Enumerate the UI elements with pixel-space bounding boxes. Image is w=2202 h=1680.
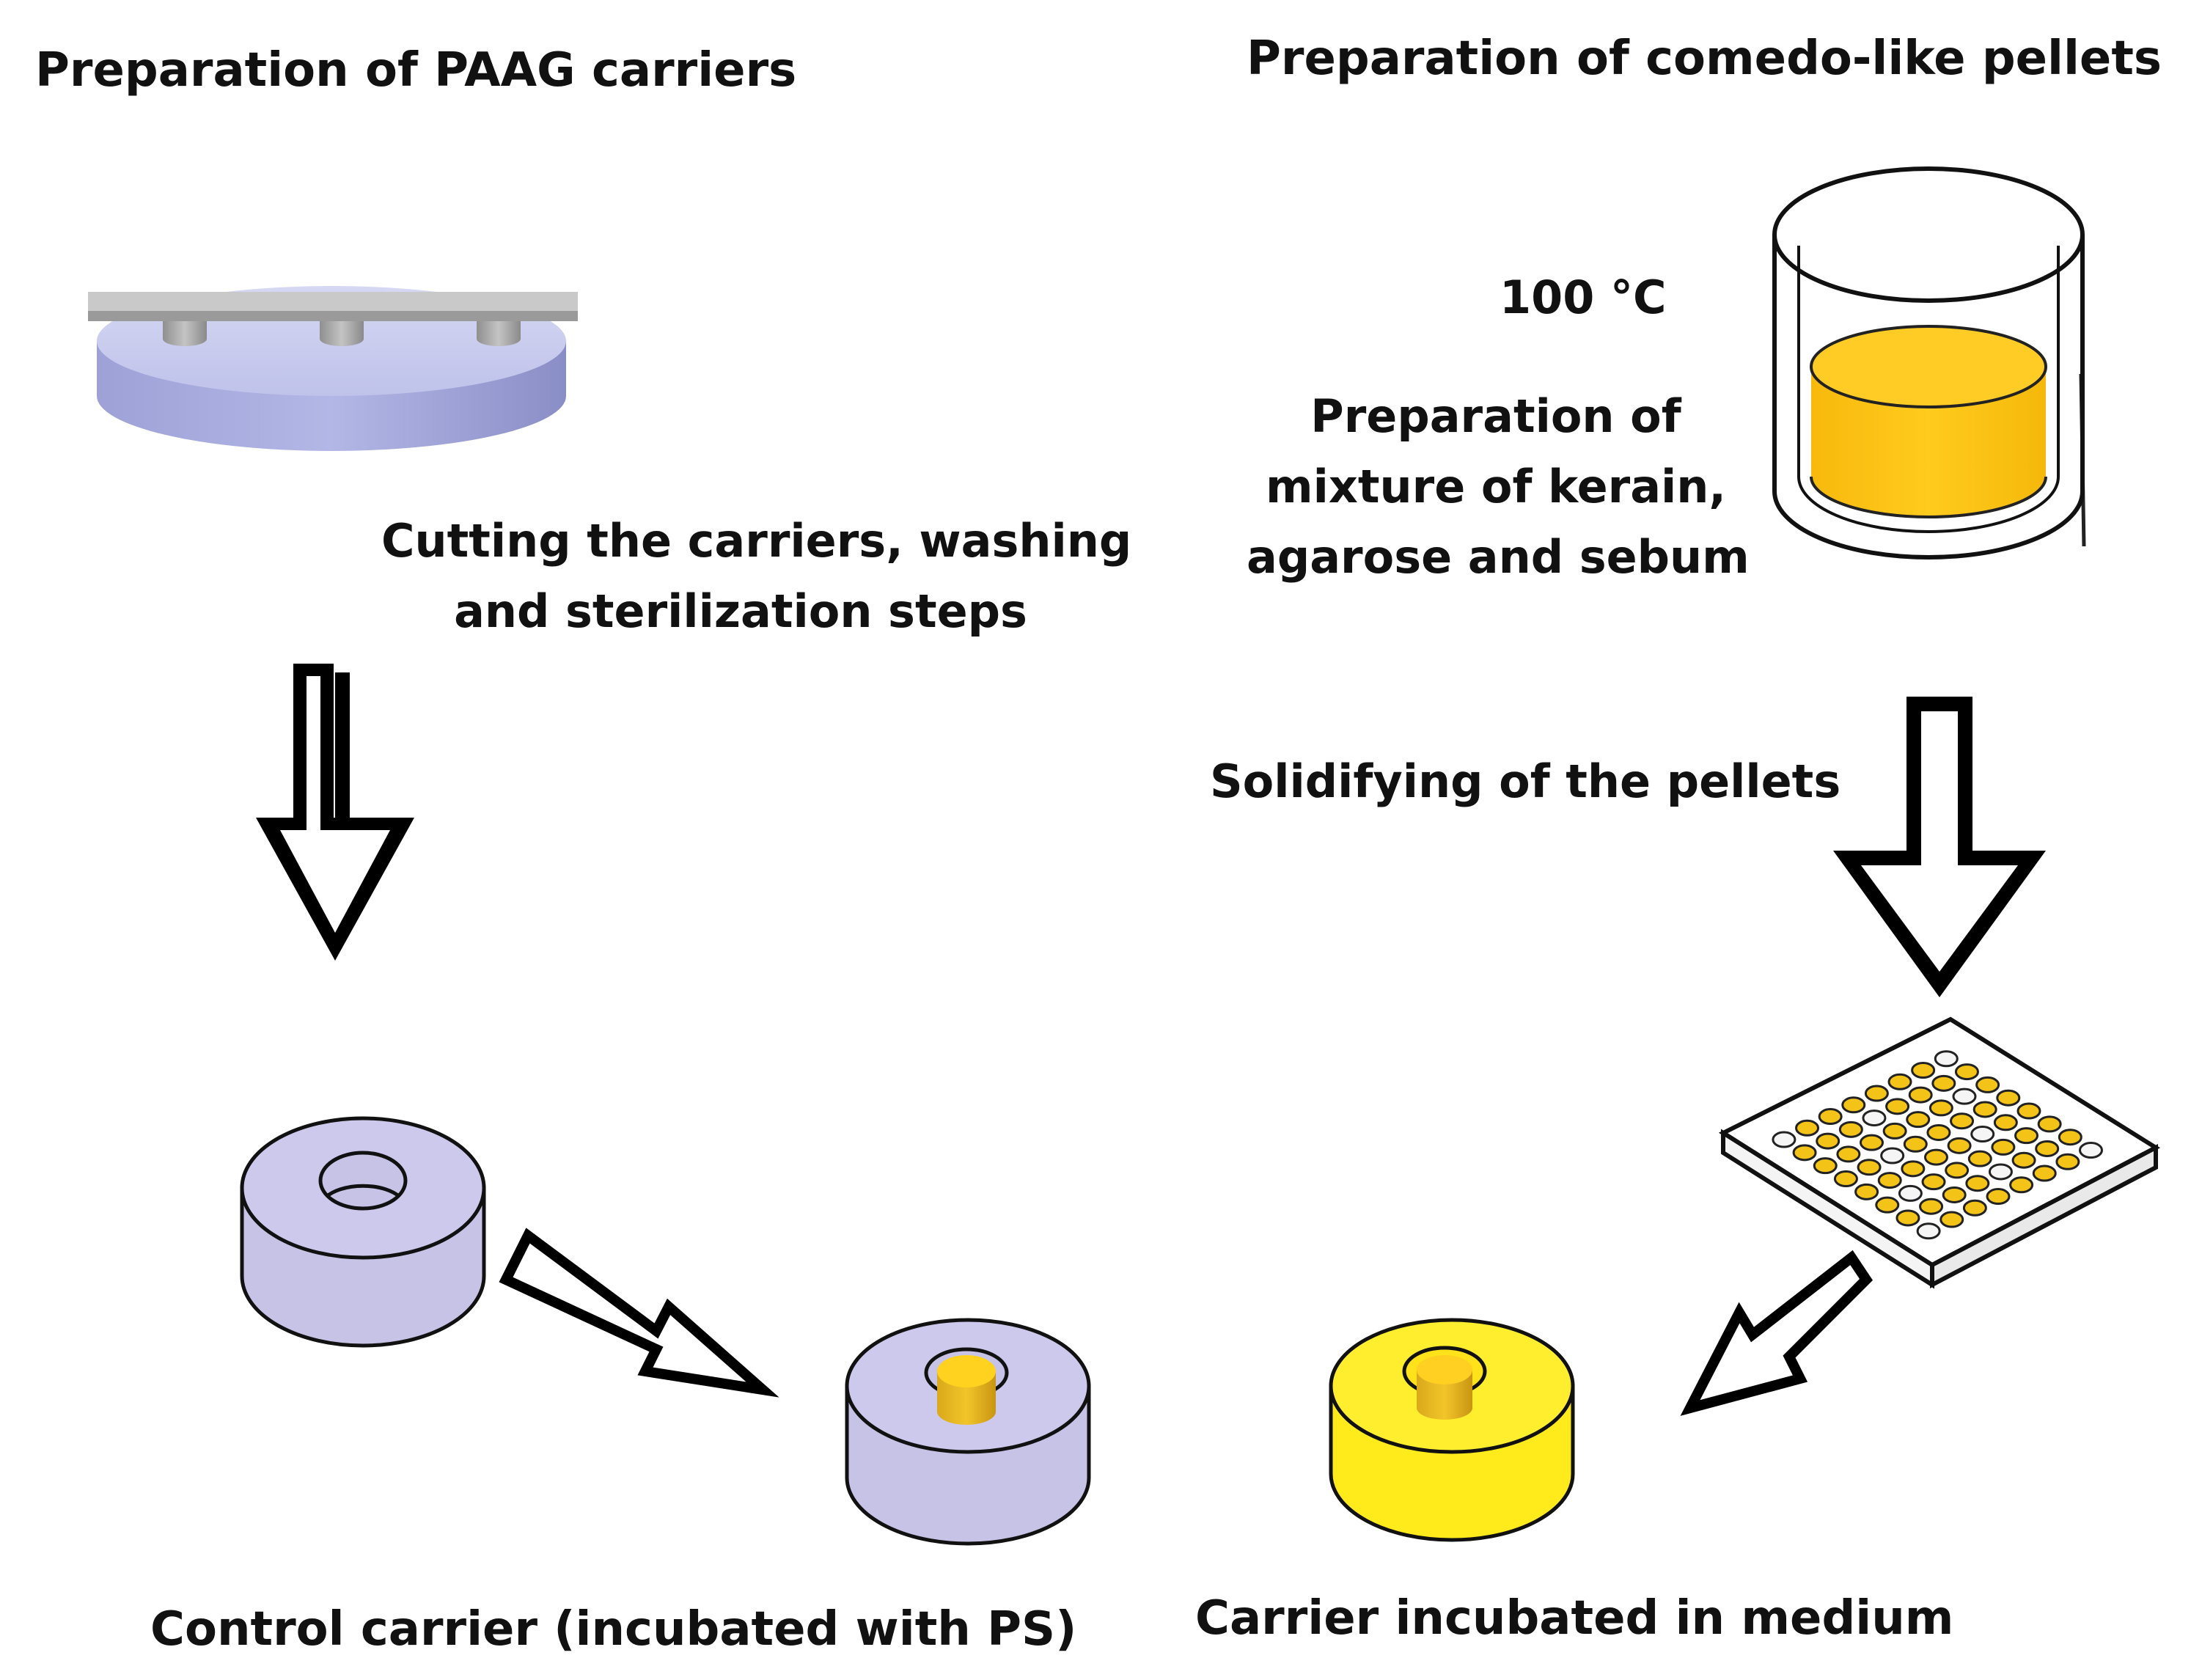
control-carrier-empty-icon bbox=[240, 1116, 486, 1348]
well bbox=[1841, 1096, 1866, 1114]
well bbox=[1991, 1138, 2016, 1156]
well bbox=[1988, 1163, 2013, 1181]
well bbox=[1813, 1157, 1838, 1175]
arrow-down-left-icon bbox=[256, 664, 414, 961]
well bbox=[1931, 1074, 1956, 1092]
well bbox=[1908, 1086, 1933, 1104]
mixture-line-3: agarose and sebum bbox=[1247, 530, 1750, 584]
cutting-step-line-2: and sterilization steps bbox=[454, 584, 1027, 638]
control-carrier-label: Control carrier (incubated with PS) bbox=[150, 1602, 1077, 1657]
well bbox=[1954, 1063, 1979, 1081]
well bbox=[2058, 1129, 2082, 1146]
well bbox=[1970, 1126, 1995, 1143]
well bbox=[1967, 1150, 1992, 1167]
ps-carrier-icon bbox=[845, 1318, 1091, 1546]
paag-mold-icon bbox=[88, 286, 578, 451]
well bbox=[2016, 1102, 2041, 1120]
well bbox=[1906, 1111, 1931, 1129]
well bbox=[1854, 1183, 1879, 1200]
well-plate-icon bbox=[1718, 1016, 2161, 1289]
well bbox=[1903, 1135, 1928, 1153]
well bbox=[1996, 1089, 2021, 1107]
well bbox=[1898, 1184, 1923, 1202]
well bbox=[1923, 1148, 1948, 1166]
left-section-title: Preparation of PAAG carriers bbox=[35, 43, 797, 98]
mixture-label: Preparation of mixture of kerain, agaros… bbox=[1247, 381, 1750, 593]
well bbox=[1875, 1196, 1900, 1214]
well bbox=[1818, 1108, 1843, 1126]
well bbox=[1965, 1175, 1990, 1192]
well bbox=[1864, 1085, 1889, 1102]
well bbox=[1895, 1209, 1920, 1227]
well bbox=[2079, 1142, 2103, 1159]
well bbox=[1975, 1076, 2000, 1093]
beaker-icon bbox=[1772, 166, 2086, 560]
well bbox=[1887, 1073, 1912, 1090]
well bbox=[1838, 1120, 1863, 1138]
well bbox=[1916, 1222, 1941, 1240]
well bbox=[2055, 1153, 2080, 1170]
well bbox=[1993, 1114, 2018, 1131]
well bbox=[1962, 1199, 1987, 1217]
well bbox=[1860, 1134, 1884, 1151]
well bbox=[1911, 1062, 1936, 1079]
well bbox=[1880, 1147, 1905, 1164]
right-section-title: Preparation of comedo-like pellets bbox=[1247, 32, 2162, 86]
well bbox=[1934, 1050, 1959, 1068]
yellow-carrier-icon bbox=[1329, 1318, 1575, 1542]
well bbox=[1950, 1112, 1975, 1130]
well bbox=[1816, 1132, 1840, 1150]
well bbox=[2009, 1176, 2034, 1194]
well bbox=[1919, 1197, 1944, 1215]
cutting-step-label: Cutting the carriers, washing and steril… bbox=[381, 506, 1132, 647]
well bbox=[1986, 1188, 2011, 1206]
well bbox=[1836, 1145, 1861, 1163]
well bbox=[2011, 1151, 2036, 1169]
cutting-step-line-1: Cutting the carriers, washing bbox=[381, 514, 1132, 568]
mixture-line-1: Preparation of bbox=[1310, 389, 1681, 443]
well bbox=[2014, 1127, 2039, 1145]
well bbox=[1857, 1159, 1882, 1176]
well bbox=[1928, 1099, 1953, 1117]
arrow-diagonal-right-icon bbox=[499, 1228, 779, 1398]
well bbox=[1862, 1109, 1887, 1127]
well bbox=[1833, 1170, 1858, 1188]
well bbox=[1882, 1122, 1907, 1140]
well bbox=[1885, 1098, 1910, 1115]
well bbox=[1972, 1101, 1997, 1118]
temperature-label: 100 °C bbox=[1500, 271, 1667, 324]
well bbox=[1952, 1087, 1977, 1105]
well bbox=[1947, 1137, 1972, 1154]
medium-carrier-label: Carrier incubated in medium bbox=[1195, 1591, 1954, 1646]
well bbox=[1877, 1172, 1902, 1189]
well bbox=[1795, 1119, 1820, 1137]
mixture-line-2: mixture of kerain, bbox=[1266, 460, 1726, 513]
well bbox=[1945, 1162, 1970, 1179]
well bbox=[1901, 1160, 1926, 1178]
well bbox=[2035, 1140, 2060, 1157]
well bbox=[2037, 1115, 2062, 1133]
well bbox=[1772, 1131, 1797, 1148]
well bbox=[1942, 1186, 1967, 1203]
arrow-diagonal-left-icon bbox=[1680, 1250, 1873, 1416]
well bbox=[2032, 1164, 2057, 1182]
solidifying-step-label: Solidifying of the pellets bbox=[1210, 755, 1841, 808]
well bbox=[1939, 1211, 1964, 1228]
well bbox=[1921, 1173, 1946, 1191]
well bbox=[1926, 1123, 1951, 1141]
well bbox=[1792, 1144, 1817, 1162]
